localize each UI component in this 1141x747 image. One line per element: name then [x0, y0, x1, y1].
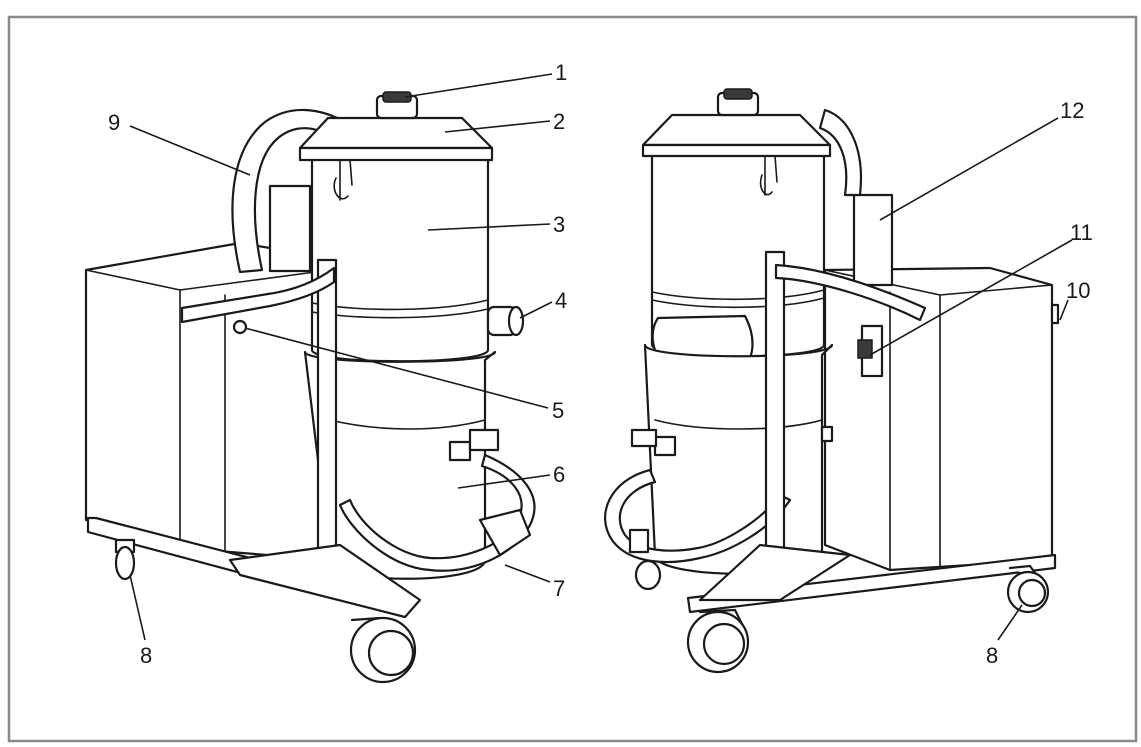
- right-machine: [603, 88, 1060, 674]
- callout-2: 2: [553, 109, 565, 134]
- left-machine: [84, 91, 536, 684]
- callout-5: 5: [552, 398, 564, 423]
- callout-8-right: 8: [986, 643, 998, 668]
- callout-11: 11: [1070, 220, 1093, 245]
- callout-4: 4: [555, 288, 567, 313]
- callout-leaders: [129, 73, 1073, 641]
- callout-12: 12: [1060, 98, 1084, 123]
- callout-8-left: 8: [140, 643, 152, 668]
- callout-3: 3: [553, 212, 565, 237]
- callout-6: 6: [553, 462, 565, 487]
- callout-7: 7: [553, 576, 565, 601]
- callout-9: 9: [108, 110, 120, 135]
- callout-10: 10: [1066, 278, 1090, 303]
- callout-1: 1: [555, 60, 567, 85]
- callout-labels: 1 2 3 4 5 6 7 8 9 10 11 12 8: [108, 60, 1093, 668]
